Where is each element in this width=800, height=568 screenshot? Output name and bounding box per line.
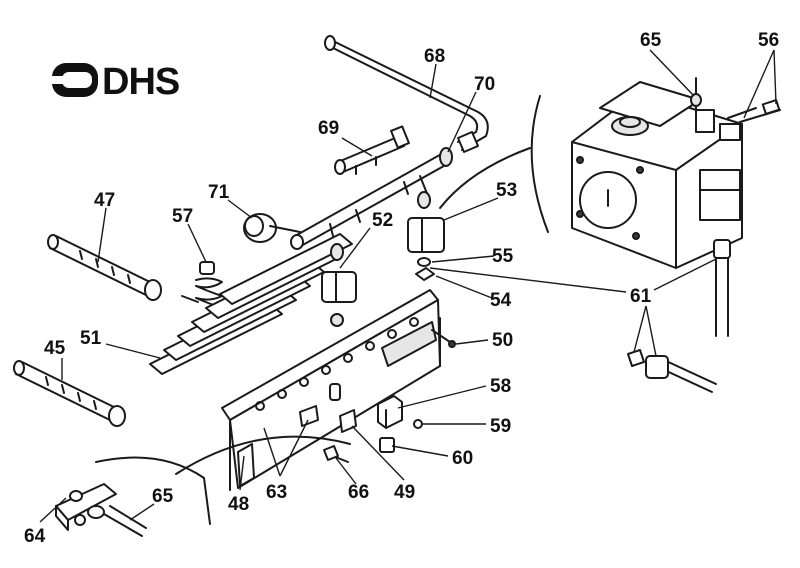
gas-pipe-68 [324,35,489,153]
callout-57: 57 [172,206,193,227]
pilot-pipe-61 [627,239,731,393]
callout-58: 58 [490,376,511,397]
burner-tube-45 [13,360,126,427]
callout-50: 50 [492,330,513,351]
gas-valve-assembly [530,77,781,269]
callout-65-bottom: 65 [152,486,174,507]
callout-53: 53 [496,180,517,201]
bracket-58 [377,395,403,429]
thermocouple-57 [181,261,223,309]
regulator-71 [243,213,301,243]
leader-lines [39,49,777,523]
callout-54: 54 [490,290,512,311]
callout-64: 64 [24,526,46,547]
clip-63 [299,405,319,427]
valve-52 [321,243,357,327]
callout-60: 60 [452,448,473,469]
callout-52: 52 [372,210,393,231]
ignition-lead [95,435,351,525]
callout-69: 69 [318,118,339,139]
callout-55: 55 [492,246,514,267]
callout-63: 63 [266,482,287,503]
callout-51: 51 [80,328,102,349]
clip-60 [379,437,395,453]
screw-50 [431,329,456,348]
dhs-logo: DHS [52,61,180,103]
valve-53 [407,147,531,253]
callout-66: 66 [348,482,369,503]
pilot-burner-64 [55,483,147,537]
dhs-logo-icon [52,63,98,97]
nut-54 [415,267,435,281]
callout-48: 48 [228,494,249,515]
callout-49: 49 [394,482,415,503]
callout-47: 47 [94,190,115,211]
callout-65-top: 65 [640,30,662,51]
nut-59 [413,419,423,429]
burner-manifold-51 [149,233,441,491]
callout-70: 70 [474,74,495,95]
dhs-logo-text: DHS [102,61,179,103]
callout-68: 68 [424,46,445,67]
callout-56: 56 [758,30,779,51]
injector-rail-69 [334,125,410,175]
callout-45: 45 [44,338,66,359]
callout-71: 71 [208,182,230,203]
burner-bars [149,233,353,375]
electrode-66 [323,445,349,463]
callout-61: 61 [630,286,652,307]
callout-numbers: 68 70 69 65 56 47 71 57 52 53 55 54 61 4… [24,30,779,547]
washer-55 [417,257,431,267]
burner-tube-47 [47,234,162,301]
callout-59: 59 [490,416,511,437]
